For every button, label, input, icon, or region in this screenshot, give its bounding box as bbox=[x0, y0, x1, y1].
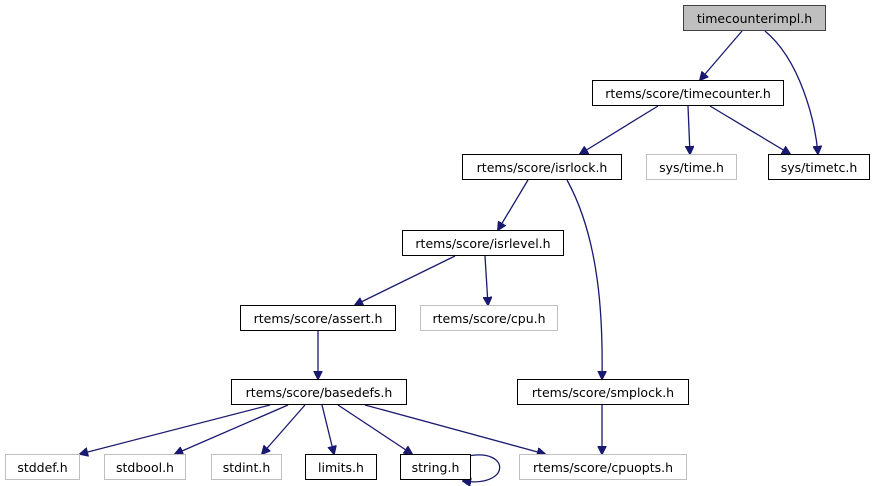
edge-timecounter-to-systime bbox=[688, 105, 690, 154]
edge-basedefs-to-stdint bbox=[262, 404, 306, 454]
edge-timecounter-to-systimetc bbox=[709, 105, 790, 154]
node-sys-time: sys/time.h bbox=[646, 154, 737, 180]
node-label: rtems/score/cpuopts.h bbox=[532, 459, 674, 475]
node-label: rtems/score/basedefs.h bbox=[245, 384, 393, 400]
node-label: rtems/score/isrlock.h bbox=[476, 159, 608, 175]
edge-basedefs-to-stdbool bbox=[175, 404, 289, 454]
edge-timecounterimpl-to-systimetc bbox=[764, 30, 818, 154]
node-label: sys/timetc.h bbox=[780, 159, 858, 175]
edge-isrlock-to-isrlevel bbox=[498, 179, 529, 230]
node-string[interactable]: string.h bbox=[400, 454, 471, 480]
edge-isrlock-to-smplock bbox=[566, 179, 602, 379]
node-cpu: rtems/score/cpu.h bbox=[420, 305, 558, 331]
node-label: stdbool.h bbox=[116, 459, 174, 475]
node-label: stddef.h bbox=[17, 459, 68, 475]
node-sys-timetc[interactable]: sys/timetc.h bbox=[768, 154, 870, 180]
edge-basedefs-to-limits bbox=[321, 404, 334, 454]
node-label: timecounterimpl.h bbox=[696, 10, 813, 26]
node-cpuopts: rtems/score/cpuopts.h bbox=[519, 454, 687, 480]
node-label: rtems/score/assert.h bbox=[253, 310, 383, 326]
edge-timecounter-to-isrlock bbox=[580, 105, 659, 154]
edge-isrlevel-to-cpu bbox=[485, 255, 488, 305]
node-label: rtems/score/smplock.h bbox=[531, 384, 675, 400]
node-label: rtems/score/isrlevel.h bbox=[415, 235, 551, 251]
edge-basedefs-to-string bbox=[337, 404, 412, 454]
node-isrlevel[interactable]: rtems/score/isrlevel.h bbox=[402, 230, 564, 256]
node-assert[interactable]: rtems/score/assert.h bbox=[240, 305, 396, 331]
node-label: rtems/score/cpu.h bbox=[432, 310, 546, 326]
edge-basedefs-to-stddef bbox=[80, 404, 271, 454]
node-stddef: stddef.h bbox=[5, 454, 80, 480]
node-smplock[interactable]: rtems/score/smplock.h bbox=[517, 379, 689, 405]
node-label: limits.h bbox=[318, 459, 364, 475]
edge-string-to-string bbox=[463, 454, 501, 482]
node-stdint: stdint.h bbox=[211, 454, 282, 480]
node-label: rtems/score/timecounter.h bbox=[605, 85, 771, 101]
node-label: stdint.h bbox=[222, 459, 271, 475]
edge-isrlevel-to-assert bbox=[355, 255, 456, 305]
node-timecounterimpl: timecounterimpl.h bbox=[683, 5, 826, 31]
edge-timecounterimpl-to-timecounter bbox=[700, 30, 743, 80]
edge-basedefs-to-cpuopts bbox=[364, 404, 545, 454]
node-stdbool: stdbool.h bbox=[104, 454, 186, 480]
node-basedefs[interactable]: rtems/score/basedefs.h bbox=[231, 379, 407, 405]
node-limits[interactable]: limits.h bbox=[305, 454, 377, 480]
node-label: sys/time.h bbox=[659, 159, 724, 175]
node-isrlock[interactable]: rtems/score/isrlock.h bbox=[462, 154, 622, 180]
node-timecounter[interactable]: rtems/score/timecounter.h bbox=[592, 80, 784, 106]
node-label: string.h bbox=[411, 459, 460, 475]
